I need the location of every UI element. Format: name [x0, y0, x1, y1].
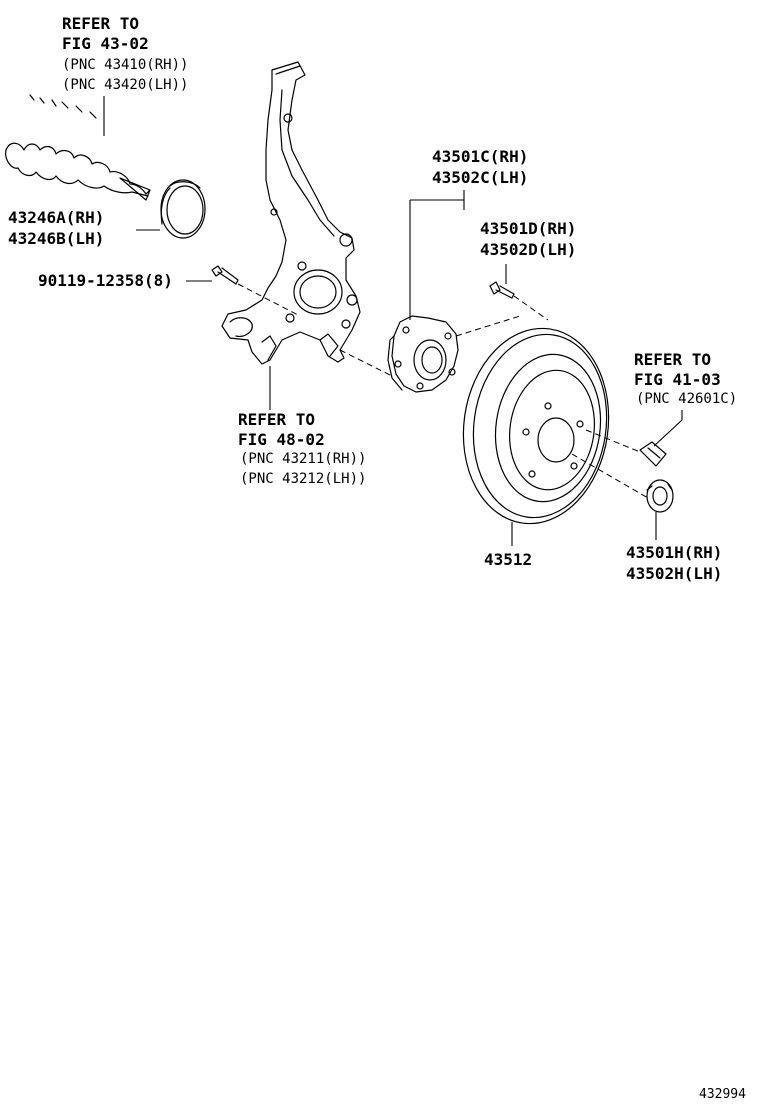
disc-label: 43512: [484, 550, 533, 569]
nut-ref-line2: FIG 41-03: [634, 370, 721, 389]
steering-knuckle: [221, 61, 361, 365]
knuckle-bolt: [211, 265, 239, 285]
hub-bolt-lh-label: 43502D(LH): [480, 240, 577, 259]
hub-nut-lh-label: 43502H(LH): [626, 564, 723, 583]
hub-assy-lh-label: 43502C(LH): [432, 168, 529, 187]
centerlines: [237, 283, 649, 499]
dust-seal-rh-label: 43246A(RH): [8, 208, 105, 227]
hub-ref-line3: (PNC 43410(RH)): [62, 57, 189, 73]
driveshaft-outline: [5, 94, 151, 201]
dust-seal-lh-label: 43246B(LH): [8, 229, 105, 248]
hub-nut: [646, 479, 674, 513]
figure-id: 432994: [699, 1087, 746, 1102]
hub-ref-line4: (PNC 43420(LH)): [62, 77, 189, 93]
bolt-label: 90119-12358(8): [38, 271, 173, 290]
hub-bolt-rh-label: 43501D(RH): [480, 219, 577, 238]
hub-ref-line1: REFER TO: [62, 14, 140, 33]
hub-assy-rh-label: 43501C(RH): [432, 147, 529, 166]
hub-bolt: [489, 281, 515, 299]
nut-ref-line3: (PNC 42601C): [636, 391, 738, 407]
hub-nut-rh-label: 43501H(RH): [626, 543, 723, 562]
arm-ref-line3: (PNC 43211(RH)): [240, 451, 367, 467]
wheel-nut: [639, 441, 667, 467]
arm-ref-line2: FIG 48-02: [238, 430, 325, 449]
hub-ref-line2: FIG 43-02: [62, 34, 149, 53]
nut-ref-line1: REFER TO: [634, 350, 712, 369]
dust-seal: [160, 179, 206, 239]
leader-lines: [103, 96, 683, 546]
arm-ref-line4: (PNC 43212(LH)): [240, 471, 367, 487]
hub-assembly: [387, 315, 459, 393]
brake-disc: [462, 327, 610, 525]
arm-ref-line1: REFER TO: [238, 410, 316, 429]
